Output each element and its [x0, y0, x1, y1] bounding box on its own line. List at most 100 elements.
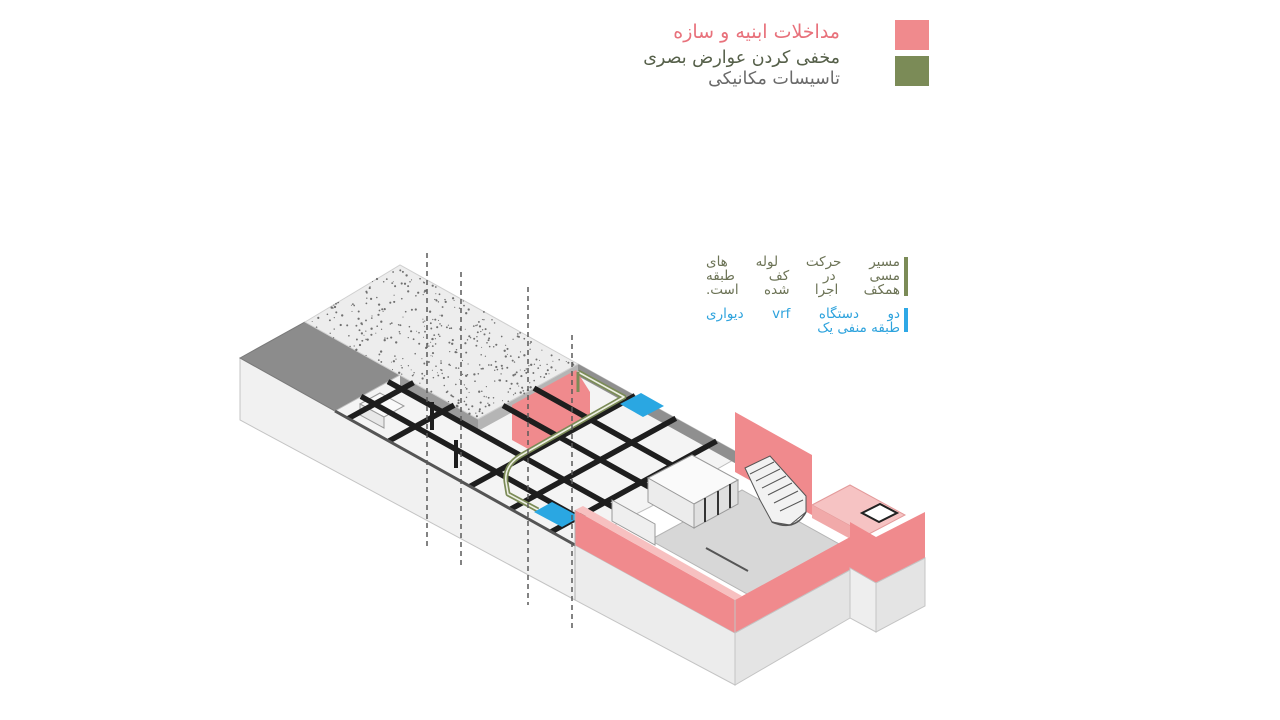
- speckle-dot: [490, 364, 493, 366]
- speckle-dot: [328, 319, 331, 322]
- speckle-dot: [494, 380, 496, 382]
- speckle-dot: [393, 294, 395, 296]
- speckle-dot: [483, 319, 485, 321]
- speckle-dot: [464, 342, 467, 345]
- speckle-dot: [378, 353, 381, 356]
- speckle-dot: [383, 339, 386, 342]
- speckle-dot: [487, 402, 489, 404]
- speckle-dot: [483, 333, 486, 336]
- speckle-dot: [476, 340, 479, 342]
- speckle-dot: [439, 335, 441, 338]
- speckle-dot: [529, 382, 531, 384]
- speckle-dot: [353, 345, 355, 347]
- speckle-dot: [370, 327, 373, 330]
- speckle-dot: [329, 332, 331, 334]
- speckle-dot: [517, 356, 520, 359]
- speckle-dot: [445, 326, 448, 329]
- speckle-dot: [500, 364, 503, 367]
- speckle-dot: [510, 382, 513, 385]
- speckle-dot: [523, 392, 526, 395]
- section-lines: [426, 253, 573, 632]
- speckle-dot: [484, 328, 487, 331]
- speckle-dot: [477, 320, 480, 323]
- speckle-dot: [558, 358, 560, 361]
- speckle-dot: [428, 345, 430, 347]
- speckle-dot: [410, 369, 412, 371]
- speckle-dot: [437, 301, 440, 303]
- speckle-dot: [395, 358, 397, 360]
- speckle-dot: [423, 375, 426, 377]
- speckle-dot: [448, 363, 451, 366]
- speckle-dot: [431, 352, 435, 355]
- speckle-dot: [430, 341, 432, 343]
- protrusion-front-pink: [850, 522, 876, 583]
- speckle-dot: [435, 365, 437, 367]
- speckle-dot: [390, 361, 392, 363]
- speckle-dot: [440, 360, 442, 362]
- speckle-dot: [377, 359, 380, 361]
- speckle-dot: [493, 322, 496, 324]
- speckle-dot: [473, 373, 476, 376]
- speckle-dot: [525, 371, 528, 374]
- structure-intervention-panel: [512, 370, 590, 450]
- speckle-dot: [434, 343, 437, 345]
- speckle-dot: [434, 298, 436, 301]
- speckle-dot: [431, 284, 434, 287]
- speckle-dot: [434, 286, 437, 288]
- speckle-dot: [481, 329, 484, 331]
- speckle-dot: [448, 341, 451, 344]
- speckle-dot: [378, 309, 381, 312]
- speckle-dot: [481, 346, 483, 348]
- speckle-dot: [326, 313, 329, 316]
- speckle-dot: [363, 334, 365, 336]
- beam: [387, 402, 456, 444]
- speckle-dot: [509, 355, 512, 357]
- speckle-dot: [365, 354, 367, 357]
- speckle-dot: [333, 304, 335, 306]
- slab-front-edge: [334, 409, 576, 547]
- speckle-dot: [408, 325, 411, 328]
- speckle-dot: [357, 310, 360, 313]
- speckle-dot: [473, 337, 476, 340]
- speckle-dot: [495, 343, 498, 346]
- speckle-dot: [395, 341, 398, 344]
- speckle-dot: [467, 408, 470, 411]
- speckle-dot: [539, 364, 541, 367]
- speckle-dot: [429, 322, 432, 325]
- speckle-dot: [403, 282, 407, 285]
- speckle-dot: [376, 296, 378, 299]
- speckle-dot: [401, 366, 403, 369]
- speckle-dot: [400, 297, 403, 300]
- speckle-dot: [361, 339, 364, 342]
- speckle-dot: [351, 310, 353, 312]
- speckle-dot: [492, 397, 495, 399]
- beam: [509, 415, 678, 512]
- speckle-dot: [424, 289, 427, 292]
- speckle-dot: [501, 367, 504, 370]
- speckle-dot: [431, 369, 433, 371]
- shaft-box-top: [810, 484, 907, 536]
- speckle-dot: [407, 290, 410, 293]
- speckle-dot: [418, 331, 420, 334]
- speckle-dot: [514, 373, 517, 376]
- speckle-dot: [401, 373, 403, 375]
- speckle-dot: [435, 298, 437, 301]
- speckle-dot: [530, 363, 533, 366]
- speckle-dot: [475, 344, 478, 347]
- legend-label-mechanical-installations: تاسیسات مکانیکی: [708, 69, 840, 89]
- speckle-dot: [501, 400, 504, 402]
- speckle-dot: [394, 355, 396, 357]
- speckle-dot: [437, 374, 440, 377]
- speckle-dot: [392, 271, 394, 273]
- speckle-dot: [451, 339, 454, 342]
- speckle-dot: [430, 327, 433, 330]
- vrf-units-note: دو دستگاه vrf دیواری طبقه منفی یک: [706, 307, 900, 335]
- speckle-dot: [418, 342, 421, 345]
- speckle-dot: [524, 369, 526, 372]
- speckle-dot: [428, 310, 432, 313]
- speckle-dot: [512, 394, 515, 396]
- speckle-dot: [519, 351, 522, 353]
- speckle-dot: [519, 369, 521, 371]
- speckle-dot: [351, 303, 354, 306]
- speckle-dot: [434, 318, 437, 321]
